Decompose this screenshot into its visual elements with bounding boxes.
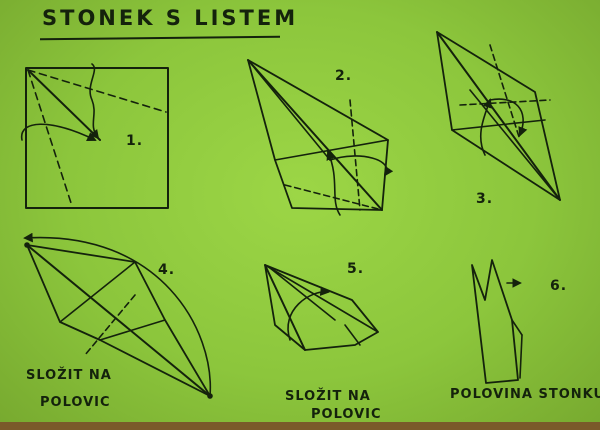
diagram-title: STONEK S LISTEM	[42, 6, 299, 30]
fold-arrow	[89, 63, 100, 140]
fold-arrow	[23, 232, 212, 397]
fold-arrow	[480, 98, 493, 156]
step-4-caption-line1: SLOŽIT NA	[26, 368, 112, 383]
step-1-drawing	[20, 63, 169, 209]
step-6-caption: POLOVINA STONKU	[450, 387, 600, 402]
step-2-drawing	[247, 59, 394, 216]
fold-arrow	[287, 286, 330, 341]
step-1-number: 1.	[126, 133, 144, 149]
step-3-drawing	[436, 31, 561, 201]
step-6-number: 6.	[550, 278, 568, 294]
step-6-drawing	[471, 259, 523, 384]
step-5-caption-line2: POLOVIC	[311, 407, 382, 422]
step-5-drawing	[264, 264, 379, 351]
step-4-caption-line2: POLOVIC	[40, 395, 111, 410]
step-5-number: 5.	[347, 261, 365, 277]
step-3-number: 3.	[476, 191, 494, 207]
step-2-number: 2.	[335, 68, 353, 84]
fold-arrow	[20, 123, 97, 141]
step-4-drawing	[23, 232, 213, 399]
fold-arrow	[489, 98, 528, 137]
table-edge	[0, 422, 600, 430]
step-4-number: 4.	[158, 262, 176, 278]
fold-arrow	[329, 155, 394, 177]
step-5-caption-line1: SLOŽIT NA	[285, 389, 371, 404]
